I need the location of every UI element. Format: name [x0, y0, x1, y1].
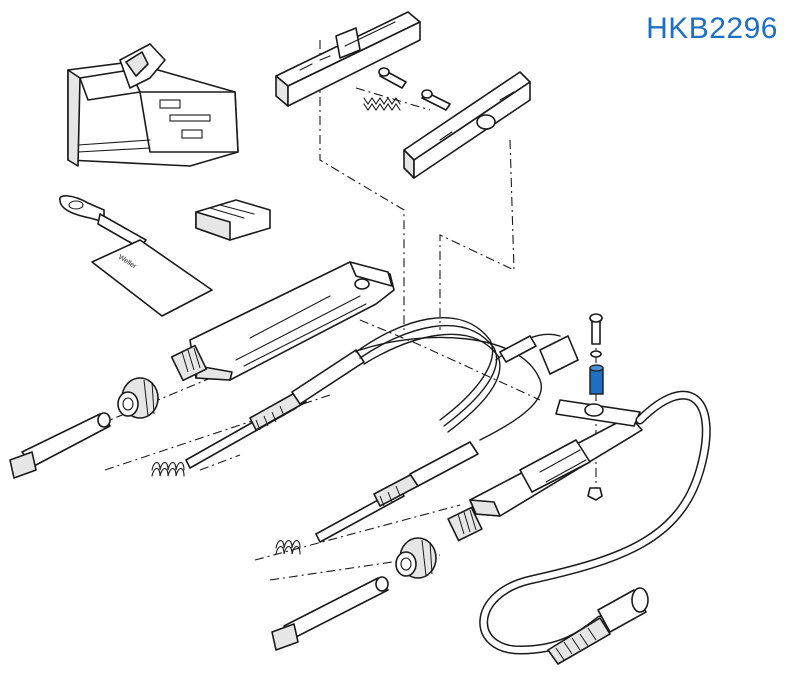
rail-screw-1	[378, 67, 407, 89]
washer	[590, 350, 602, 358]
rail-spring	[363, 97, 401, 111]
cable-connector	[547, 587, 649, 665]
tip-sleeve-lower	[271, 576, 389, 651]
screw	[589, 313, 603, 345]
holder-rail-lower	[403, 71, 531, 179]
rail-screw-2	[421, 89, 451, 111]
tip-nut-lower	[395, 537, 437, 579]
iron-threaded-nose-lower	[447, 506, 483, 542]
heater-rod-lower	[315, 441, 479, 543]
cleaning-block	[195, 199, 271, 241]
heater-rod-upper	[185, 349, 365, 469]
tip-sleeve-upper	[9, 412, 111, 479]
soldering-stand	[67, 43, 239, 167]
tip-card: Weller	[59, 195, 213, 317]
spacer-highlight	[589, 364, 604, 395]
mounting-boss	[584, 403, 604, 417]
power-cable	[479, 390, 711, 655]
nut	[587, 487, 603, 501]
iron-threaded-nose-upper	[170, 344, 208, 382]
catalog-code: HKB2296	[646, 12, 778, 45]
holder-rail-upper	[275, 11, 421, 107]
spring-upper	[151, 461, 185, 477]
tip-nut-upper	[117, 377, 159, 419]
iron-housing-upper	[189, 261, 395, 381]
connection-wires	[355, 317, 561, 441]
iron-handle-lower	[469, 335, 643, 517]
spring-lower	[275, 539, 301, 555]
